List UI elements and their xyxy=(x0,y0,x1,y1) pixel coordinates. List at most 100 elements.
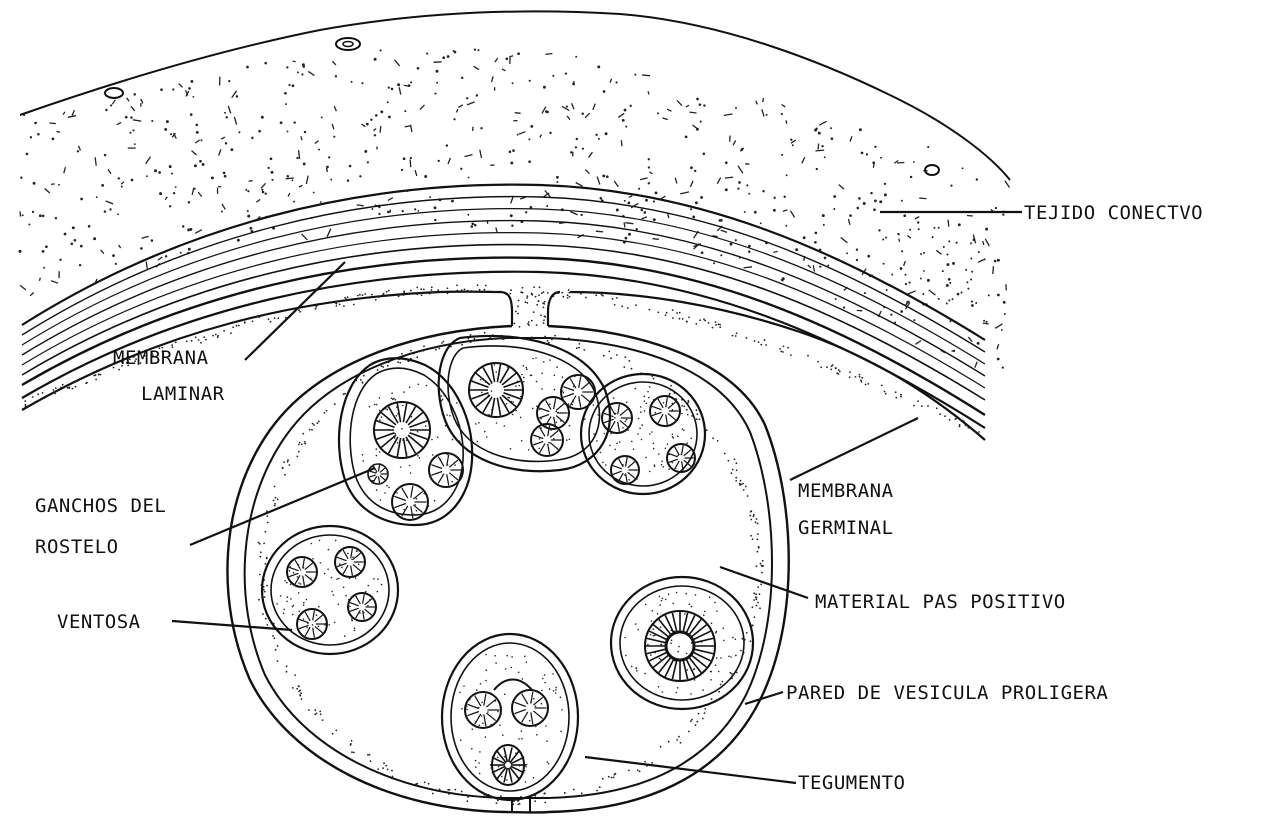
sucker-ridges xyxy=(431,455,461,486)
stipple-dot xyxy=(299,442,301,444)
stipple-dot xyxy=(613,397,615,399)
stipple-dot xyxy=(536,734,538,736)
stipple-dot xyxy=(386,485,388,487)
leader-material-pas xyxy=(720,567,808,598)
stipple-dot xyxy=(895,397,897,399)
stipple-dot xyxy=(381,416,383,418)
stipple-dot xyxy=(818,132,821,135)
stipple-dot xyxy=(720,657,722,659)
stipple-dot xyxy=(496,422,498,424)
stipple-dot xyxy=(628,770,630,772)
stipple-dot xyxy=(948,278,951,281)
stipple-dot xyxy=(539,286,541,288)
sucker-ridge xyxy=(619,459,624,467)
stipple-dot xyxy=(644,400,646,402)
stipple-dot xyxy=(978,431,980,433)
stipple-dot xyxy=(927,405,929,407)
stipple-dot xyxy=(874,146,876,148)
stipple-dot xyxy=(335,730,337,732)
stipple-dot xyxy=(964,424,966,426)
stipple-dot xyxy=(540,314,542,316)
stipple-dot xyxy=(391,392,393,394)
stipple-dot xyxy=(496,802,498,804)
stipple-dot xyxy=(660,626,662,628)
stipple-dot xyxy=(556,181,558,183)
stipple-dot xyxy=(545,110,548,113)
stipple-dot xyxy=(530,125,533,128)
stipple-dot xyxy=(544,301,546,303)
stipple-dot xyxy=(927,146,929,148)
stipple-dot xyxy=(382,294,384,296)
stipple-dot xyxy=(517,804,519,806)
stipple-dot xyxy=(42,215,45,218)
stipple-dot xyxy=(614,417,616,419)
stipple-dot xyxy=(535,357,537,359)
sucker-ridge xyxy=(540,427,545,436)
stipple-dot xyxy=(236,325,238,327)
stipple-dot xyxy=(441,400,443,402)
sucker-ridge xyxy=(431,472,442,476)
hook-stroke xyxy=(647,638,666,642)
stipple-dot xyxy=(416,785,418,787)
stipple-dot xyxy=(388,487,390,489)
stipple-dot xyxy=(501,776,503,778)
stipple-dot xyxy=(665,314,667,316)
sucker-ridge xyxy=(563,394,574,398)
stipple-dot xyxy=(655,412,657,414)
stipple-dot xyxy=(672,403,674,405)
sucker-ridge xyxy=(550,443,558,450)
rostellar-hooks xyxy=(646,612,714,680)
stipple-dash xyxy=(308,71,314,75)
stipple-dot xyxy=(273,500,275,502)
stipple-dot xyxy=(708,322,710,324)
stipple-dot xyxy=(134,143,136,145)
stipple-dot xyxy=(365,591,367,593)
stipple-dot xyxy=(870,192,872,194)
stipple-dot xyxy=(593,433,595,435)
protoscolex-top-right xyxy=(581,374,705,494)
stipple-dot xyxy=(649,309,651,311)
stipple-dot xyxy=(517,313,519,315)
stipple-dot xyxy=(546,740,548,742)
stipple-dot xyxy=(401,428,403,430)
stipple-dash xyxy=(127,98,129,102)
stipple-dot xyxy=(42,392,44,394)
stipple-dot xyxy=(416,510,418,512)
sucker-ridge xyxy=(411,506,413,518)
stipple-dot xyxy=(271,179,273,181)
stipple-dot xyxy=(965,269,967,271)
stipple-dot xyxy=(271,171,274,174)
sucker-ridges xyxy=(652,397,679,424)
stipple-dot xyxy=(1002,366,1004,368)
stipple-dot xyxy=(433,347,435,349)
stipple-dot xyxy=(913,405,915,407)
stipple-dot xyxy=(299,311,301,313)
stipple-dot xyxy=(917,221,919,223)
stipple-dot xyxy=(343,305,345,307)
stipple-dot xyxy=(437,289,439,291)
stipple-dot xyxy=(428,783,430,785)
stipple-dash xyxy=(585,113,590,118)
stipple-dot xyxy=(959,426,961,428)
stipple-dot xyxy=(467,290,469,292)
stipple-dot xyxy=(970,258,972,260)
stipple-dot xyxy=(225,116,227,118)
stipple-dot xyxy=(691,606,693,608)
sucker-ridge xyxy=(556,416,564,423)
stipple-dot xyxy=(535,296,537,298)
stipple-dot xyxy=(521,738,523,740)
stipple-dash xyxy=(64,167,66,173)
stipple-dot xyxy=(454,464,456,466)
stipple-dot xyxy=(515,311,517,313)
stipple-dot xyxy=(247,215,250,218)
stipple-dot xyxy=(319,711,321,713)
stipple-dot xyxy=(645,457,647,459)
stipple-dot xyxy=(731,673,733,675)
stipple-dot xyxy=(703,614,705,616)
stipple-dot xyxy=(280,595,282,597)
stipple-dot xyxy=(302,433,304,435)
sucker-ridge xyxy=(413,505,422,513)
stipple-dot xyxy=(196,131,199,134)
stipple-dot xyxy=(567,297,569,299)
stipple-dot xyxy=(380,483,382,485)
